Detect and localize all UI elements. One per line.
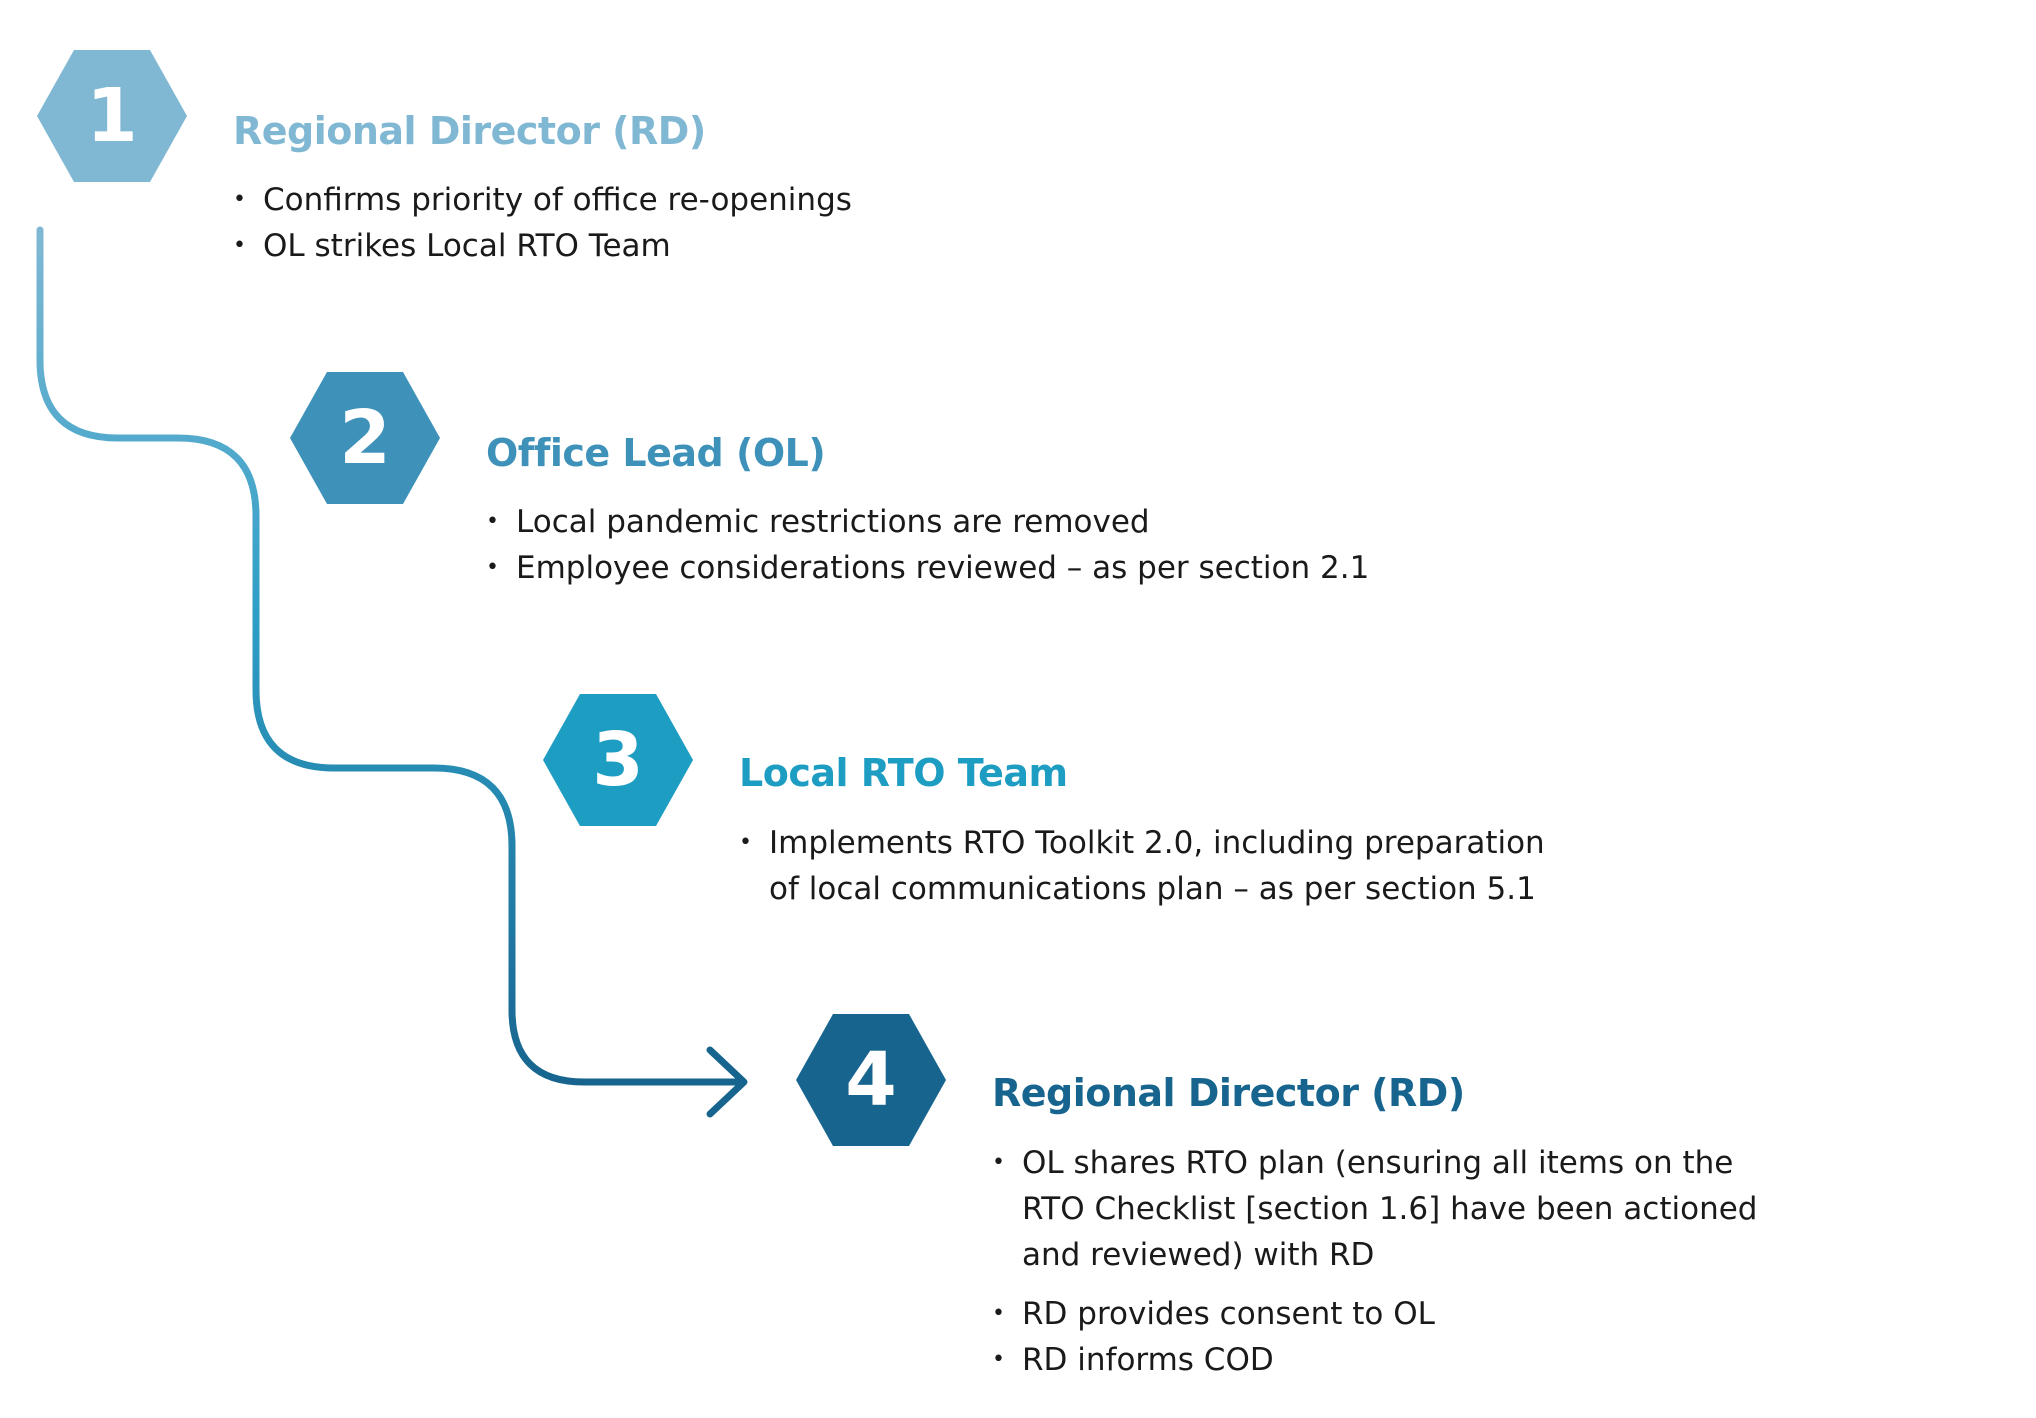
list-item: OL strikes Local RTO Team — [233, 223, 852, 269]
step-4-number: 4 — [845, 1037, 897, 1123]
list-item: RD informs COD — [992, 1337, 1757, 1383]
list-item: OL shares RTO plan (ensuring all items o… — [992, 1140, 1757, 1278]
step-2-hexagon: 2 — [290, 372, 440, 504]
hexagon-icon — [543, 694, 693, 826]
list-item: RD provides consent to OL — [992, 1291, 1757, 1337]
step-4-hexagon: 4 — [796, 1014, 946, 1146]
step-4-title: Regional Director (RD) — [992, 1071, 1465, 1115]
hexagon-icon — [290, 372, 440, 504]
step-3-number: 3 — [592, 717, 644, 803]
step-1-bullets: Confirms priority of office re-openings … — [233, 177, 852, 269]
hexagon-icon — [37, 50, 187, 182]
step-1-hexagon: 1 — [37, 50, 187, 182]
step-2-number: 2 — [339, 395, 391, 481]
step-2-bullets: Local pandemic restrictions are removed … — [486, 499, 1369, 591]
step-1-number: 1 — [86, 73, 138, 159]
step-2-title: Office Lead (OL) — [486, 431, 826, 475]
hexagon-icon — [796, 1014, 946, 1146]
arrow-right-icon — [706, 1046, 748, 1118]
step-3-hexagon: 3 — [543, 694, 693, 826]
step-4-bullets: OL shares RTO plan (ensuring all items o… — [992, 1140, 1757, 1383]
step-3-bullets: Implements RTO Toolkit 2.0, including pr… — [739, 820, 1545, 912]
list-item: Confirms priority of office re-openings — [233, 177, 852, 223]
list-item: Employee considerations reviewed – as pe… — [486, 545, 1369, 591]
list-item: Local pandemic restrictions are removed — [486, 499, 1369, 545]
step-1-title: Regional Director (RD) — [233, 109, 706, 153]
connector-line — [36, 226, 744, 1086]
list-item: Implements RTO Toolkit 2.0, including pr… — [739, 820, 1545, 912]
step-3-title: Local RTO Team — [739, 751, 1068, 795]
